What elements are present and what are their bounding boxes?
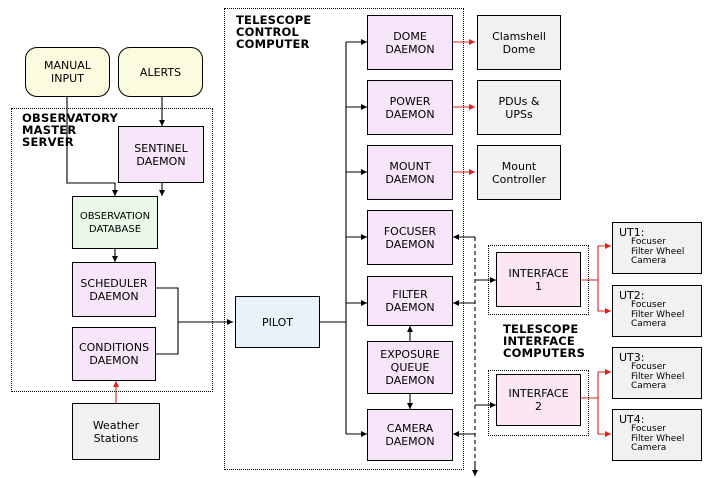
exposure-queue-daemon-box: EXPOSURE QUEUE DAEMON xyxy=(367,341,453,394)
scheduler-to-pilot-line xyxy=(156,287,233,325)
ut-devices: Focuser Filter Wheel Camera xyxy=(631,237,685,266)
clamshell-dome-box: Clamshell Dome xyxy=(477,15,561,70)
camera-daemon-box: CAMERA DAEMON xyxy=(367,409,453,461)
ut-name: UT3: xyxy=(619,351,645,364)
filter-daemon-box: FILTER DAEMON xyxy=(367,276,453,326)
mount-daemon-box: MOUNT DAEMON xyxy=(367,145,453,200)
power-daemon-box: POWER DAEMON xyxy=(367,80,453,135)
mount-controller-box: Mount Controller xyxy=(477,145,561,200)
ut-devices: Focuser Filter Wheel Camera xyxy=(631,424,685,453)
ut4-box: UT4: Focuser Filter Wheel Camera xyxy=(612,409,702,461)
interface2-group xyxy=(488,370,589,436)
interface1-group xyxy=(488,245,589,315)
interface2-box: INTERFACE 2 xyxy=(496,374,581,426)
telescope-control-computer-title: TELESCOPE CONTROL COMPUTER xyxy=(236,13,312,51)
telescope-interface-computers-title: TELESCOPE INTERFACE COMPUTERS xyxy=(503,322,586,360)
interface1-to-ut2-line xyxy=(597,280,611,314)
pdus-upss-box: PDUs & UPSs xyxy=(477,80,561,135)
alerts-box: ALERTS xyxy=(118,47,203,97)
ut-name: UT1: xyxy=(619,226,645,239)
conditions-daemon-box: CONDITIONS DAEMON xyxy=(72,327,156,381)
ut-name: UT4: xyxy=(619,413,645,426)
sentinel-daemon-box: SENTINEL DAEMON xyxy=(118,126,204,183)
ut3-box: UT3: Focuser Filter Wheel Camera xyxy=(612,347,702,399)
ut1-box: UT1: Focuser Filter Wheel Camera xyxy=(612,222,702,274)
manual-input-box: MANUAL INPUT xyxy=(25,47,110,97)
dome-daemon-box: DOME DAEMON xyxy=(367,15,453,70)
telescope-control-computer-group xyxy=(224,8,464,470)
interface2-to-ut4-line xyxy=(597,398,611,437)
interface1-to-ut1-line xyxy=(581,243,611,281)
interface2-to-ut3-line xyxy=(581,369,611,399)
manual-to-database-line xyxy=(66,97,118,196)
observation-database-box: OBSERVATION DATABASE xyxy=(72,196,158,249)
observatory-master-server-title: OBSERVATORY MASTER SERVER xyxy=(22,111,119,149)
interface1-box: INTERFACE 1 xyxy=(496,252,581,307)
observatory-master-server-group xyxy=(11,108,213,392)
weather-stations-box: Weather Stations xyxy=(72,403,160,460)
ut-devices: Focuser Filter Wheel Camera xyxy=(631,300,685,329)
ut2-box: UT2: Focuser Filter Wheel Camera xyxy=(612,285,702,337)
ut-devices: Focuser Filter Wheel Camera xyxy=(631,362,685,391)
focuser-daemon-box: FOCUSER DAEMON xyxy=(367,210,453,265)
conditions-to-pilot-line xyxy=(156,322,179,355)
pilot-box: PILOT xyxy=(235,296,320,348)
scheduler-daemon-box: SCHEDULER DAEMON xyxy=(72,262,156,317)
ut-name: UT2: xyxy=(619,289,645,302)
